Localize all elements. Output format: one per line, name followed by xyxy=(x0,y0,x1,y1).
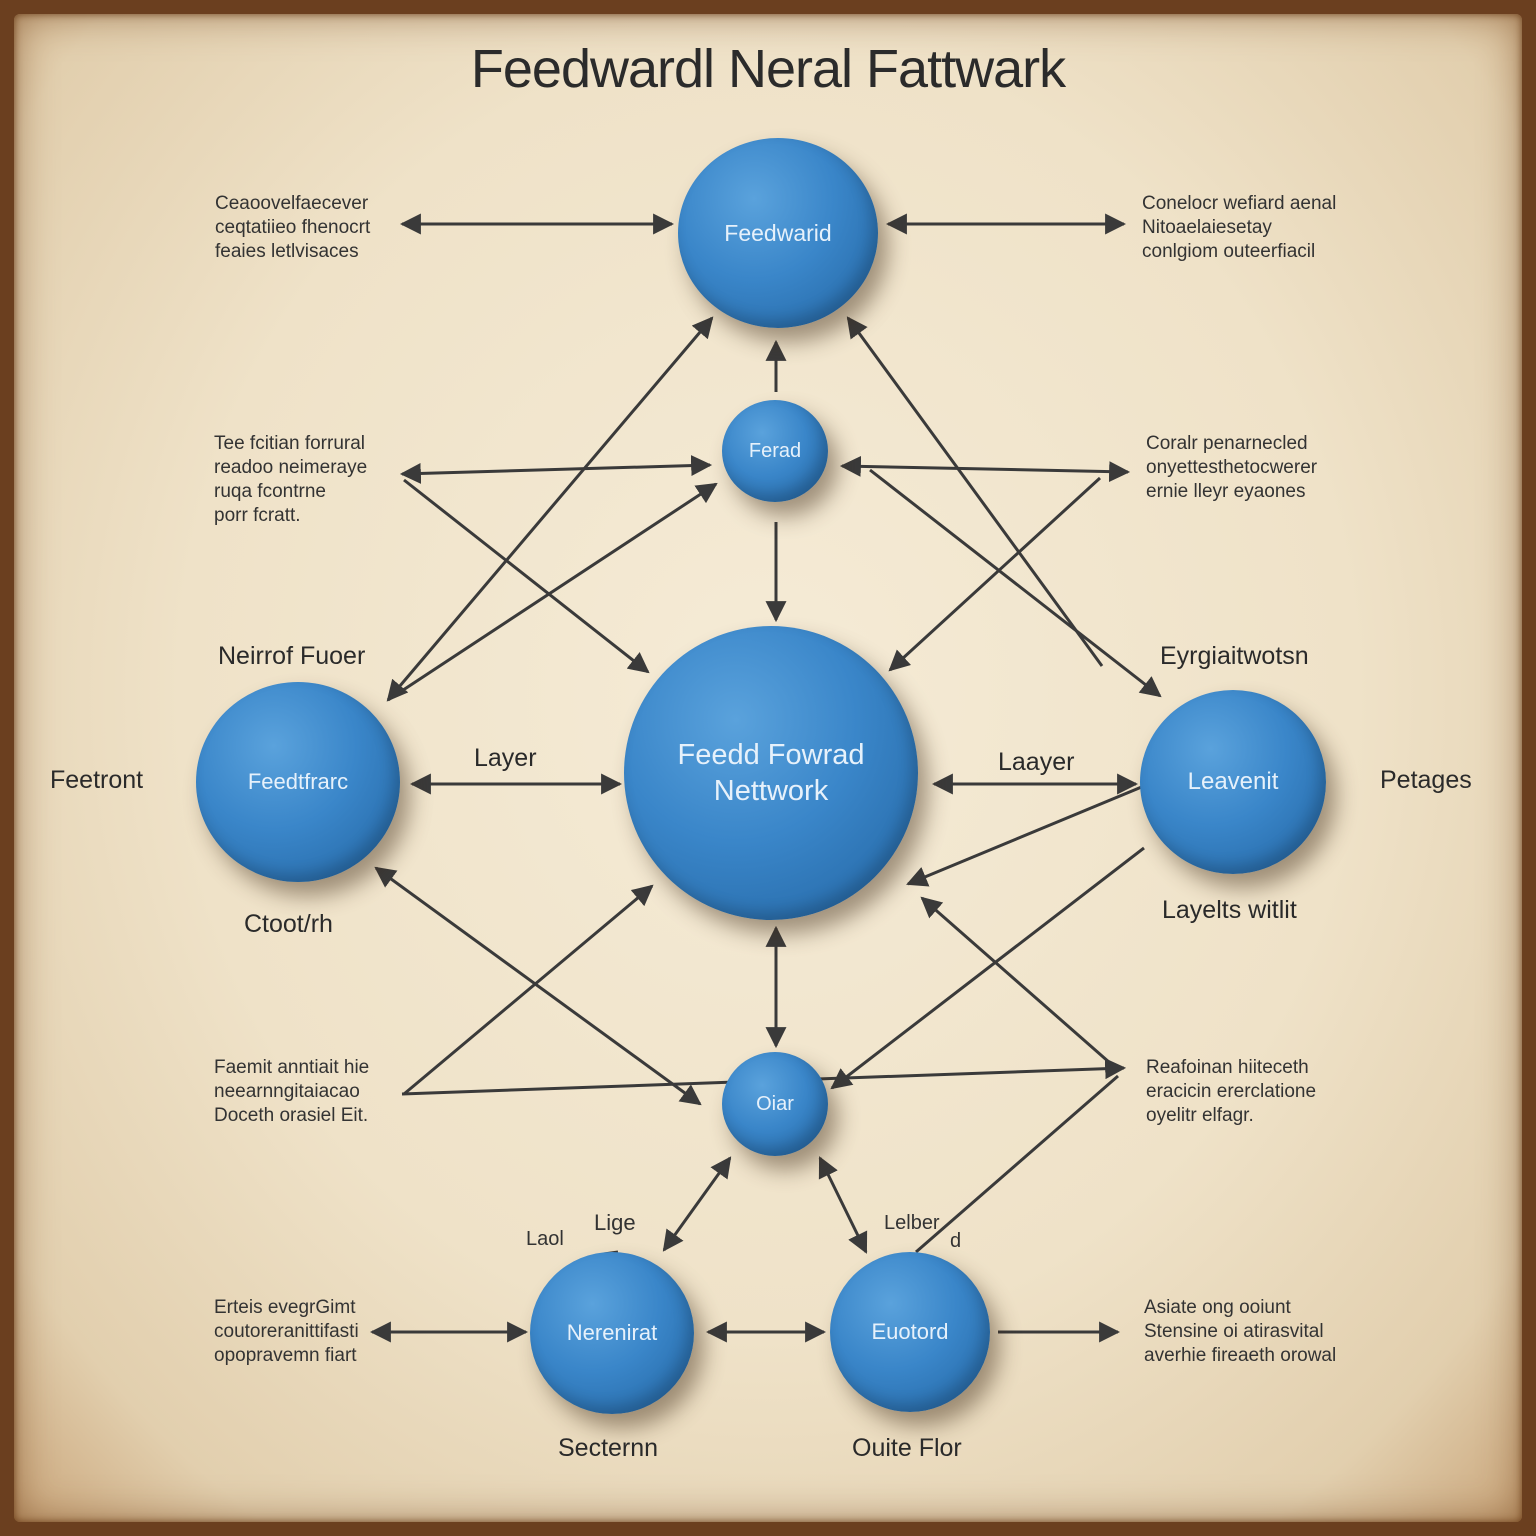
label-small-d: d xyxy=(950,1230,962,1252)
note-line: onyettesthetocwerer xyxy=(1146,457,1318,478)
node-top[interactable]: Feedwarid xyxy=(678,138,878,328)
note-low-right: Reafoinan hiiteceth eracicin ererclation… xyxy=(1146,1056,1316,1128)
node-right[interactable]: Leavenit xyxy=(1140,690,1326,874)
connection-arrow xyxy=(403,884,654,1096)
node-lower-small-text: Oiar xyxy=(756,1092,794,1115)
node-top-text: Feedwarid xyxy=(724,219,832,246)
connection-arrow xyxy=(386,316,714,702)
connection-arrow xyxy=(662,1156,732,1252)
connection-arrow xyxy=(387,482,718,702)
note-line: averhie fireaeth orowal xyxy=(1144,1345,1337,1366)
connection-arrow xyxy=(888,476,1102,672)
note-line: conlgiom outeerfiacil xyxy=(1142,241,1316,262)
label-small-lige: Lige xyxy=(594,1210,636,1235)
label-right-outer: Petages xyxy=(1380,766,1472,794)
note-line: neearnngitaiacao xyxy=(214,1081,360,1102)
note-line: Coralr penarnecled xyxy=(1146,433,1308,454)
note-line: readoo neimeraye xyxy=(214,457,368,478)
connection-arrow xyxy=(915,1074,1119,1254)
connection-arrow xyxy=(846,316,1104,667)
note-line: ceqtatiieo fhenocrt xyxy=(215,217,371,238)
label-small-lelber: Lelber xyxy=(884,1212,940,1234)
node-left[interactable]: Feedtfrarc xyxy=(196,682,400,882)
node-bottom-left[interactable]: Nerenirat xyxy=(530,1252,694,1414)
note-line: ruqa fcontrne xyxy=(214,481,326,502)
node-center-line1: Feedd Fowrad xyxy=(677,738,865,771)
note-top-right: Conelocr wefiard aenal Nitoaelaiesetay c… xyxy=(1142,192,1336,264)
node-lower-small[interactable]: Oiar xyxy=(722,1052,828,1156)
connection-arrow xyxy=(399,455,713,484)
note-line: ernie lleyr eyaones xyxy=(1146,481,1306,502)
note-line: coutoreranittifasti xyxy=(214,1321,359,1342)
node-bottom-right[interactable]: Euotord xyxy=(830,1252,990,1412)
connection-arrow xyxy=(839,455,1131,483)
note-line: Asiate ong ooiunt xyxy=(1144,1297,1291,1318)
connection-arrow xyxy=(403,478,650,674)
node-upper-small[interactable]: Ferad xyxy=(722,400,828,502)
label-right-below: Layelts witlit xyxy=(1162,896,1297,924)
node-bottom-right-text: Euotord xyxy=(871,1319,949,1345)
note-bottom-right: Asiate ong ooiunt Stensine oi atirasvita… xyxy=(1144,1296,1336,1368)
label-left-below: Ctoot/rh xyxy=(244,910,333,938)
node-upper-small-text: Ferad xyxy=(748,439,802,462)
connection-arrow xyxy=(830,846,1145,1090)
label-layer-right: Laayer xyxy=(998,748,1075,776)
note-line: Erteis evegrGimt xyxy=(214,1297,356,1318)
label-small-laol: Laol xyxy=(526,1228,564,1250)
note-mid-left: Tee fcitian forrural readoo neimeraye ru… xyxy=(214,432,367,528)
note-line: Nitoaelaiesetay xyxy=(1142,217,1272,238)
note-line: Conelocr wefiard aenal xyxy=(1142,193,1337,214)
label-layer-left: Layer xyxy=(474,744,537,772)
label-left-outer: Feetront xyxy=(50,766,144,794)
note-low-left: Faemit anntiait hie neearnngitaiacao Doc… xyxy=(214,1056,369,1128)
connection-arrow xyxy=(869,468,1162,698)
connection-arrow xyxy=(374,866,702,1106)
node-right-text: Leavenit xyxy=(1187,768,1279,795)
note-line: oyelitr elfagr. xyxy=(1146,1105,1254,1126)
diagram-title: Feedwardl Neral Fattwark xyxy=(470,39,1066,99)
note-line: Ceaoovelfaecever xyxy=(215,193,369,214)
note-bottom-left: Erteis evegrGimt coutoreranittifasti opo… xyxy=(214,1296,359,1368)
note-line: porr fcratt. xyxy=(214,505,301,526)
label-right-above: Eyrgiaitwotsn xyxy=(1160,642,1309,670)
note-line: Reafoinan hiiteceth xyxy=(1146,1057,1309,1078)
note-line: Faemit anntiait hie xyxy=(214,1057,370,1078)
note-top-left: Ceaoovelfaecever ceqtatiieo fhenocrt fea… xyxy=(215,192,370,264)
node-center-line2: Nettwork xyxy=(713,775,829,807)
note-line: Doceth orasiel Eit. xyxy=(214,1105,369,1126)
node-center[interactable]: Feedd Fowrad Nettwork xyxy=(624,626,918,920)
label-bottom-left-caption: Secternn xyxy=(558,1434,659,1462)
note-line: Tee fcitian forrural xyxy=(214,433,366,454)
note-line: opopravemn fiart xyxy=(214,1345,357,1366)
note-line: Stensine oi atirasvital xyxy=(1144,1321,1324,1342)
connection-arrow xyxy=(920,896,1119,1072)
note-mid-right: Coralr penarnecled onyettesthetocwerer e… xyxy=(1146,432,1317,504)
label-bottom-right-caption: Ouite Flor xyxy=(852,1434,962,1462)
label-left-above: Neirrof Fuoer xyxy=(218,642,366,670)
note-line: feaies letlvisaces xyxy=(215,241,359,262)
node-left-text: Feedtfrarc xyxy=(247,769,349,795)
node-bottom-left-text: Nerenirat xyxy=(566,1320,658,1346)
note-line: eracicin ererclatione xyxy=(1146,1081,1317,1102)
connection-arrow xyxy=(906,784,1145,887)
connection-arrow xyxy=(818,1156,868,1254)
